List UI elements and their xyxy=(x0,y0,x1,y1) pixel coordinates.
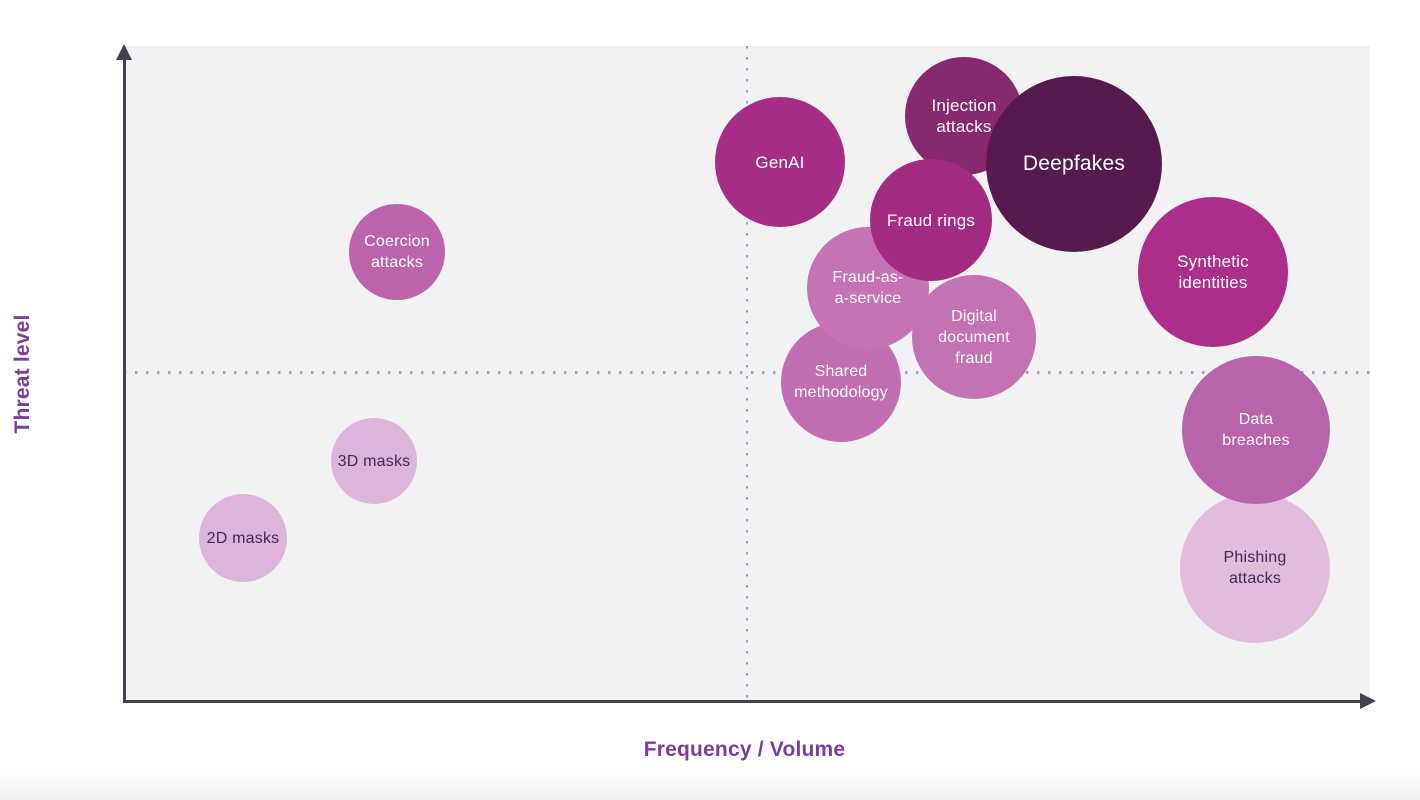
bubble-deepfakes: Deepfakes xyxy=(986,76,1162,252)
bubble-label: GenAI xyxy=(755,152,805,172)
bubble-label: Deepfakes xyxy=(1022,152,1126,175)
y-axis-line xyxy=(123,52,126,703)
bubble-2d-masks: 2D masks xyxy=(199,494,287,582)
quadrant-gridline-vertical xyxy=(745,46,749,700)
y-axis-title: Threat level xyxy=(11,314,34,434)
y-axis-arrow-icon xyxy=(116,44,132,60)
bubble-fraud-as-a-service: Fraud-as-a-service xyxy=(807,227,929,349)
x-axis-title: Frequency / Volume xyxy=(643,738,846,761)
bubble-label: Fraud rings xyxy=(886,210,976,230)
bubble-label: Fraud-as-a-service xyxy=(832,269,904,307)
bubble-genai: GenAI xyxy=(715,97,845,227)
bubble-fraud-rings: Fraud rings xyxy=(870,159,992,281)
x-axis-line xyxy=(123,700,1366,703)
x-axis-arrow-icon xyxy=(1360,693,1376,709)
bubble-3d-masks: 3D masks xyxy=(331,418,417,504)
bubble-label: 3D masks xyxy=(337,452,411,470)
page-bottom-band xyxy=(0,772,1420,800)
bubble-label: 2D masks xyxy=(206,529,280,547)
